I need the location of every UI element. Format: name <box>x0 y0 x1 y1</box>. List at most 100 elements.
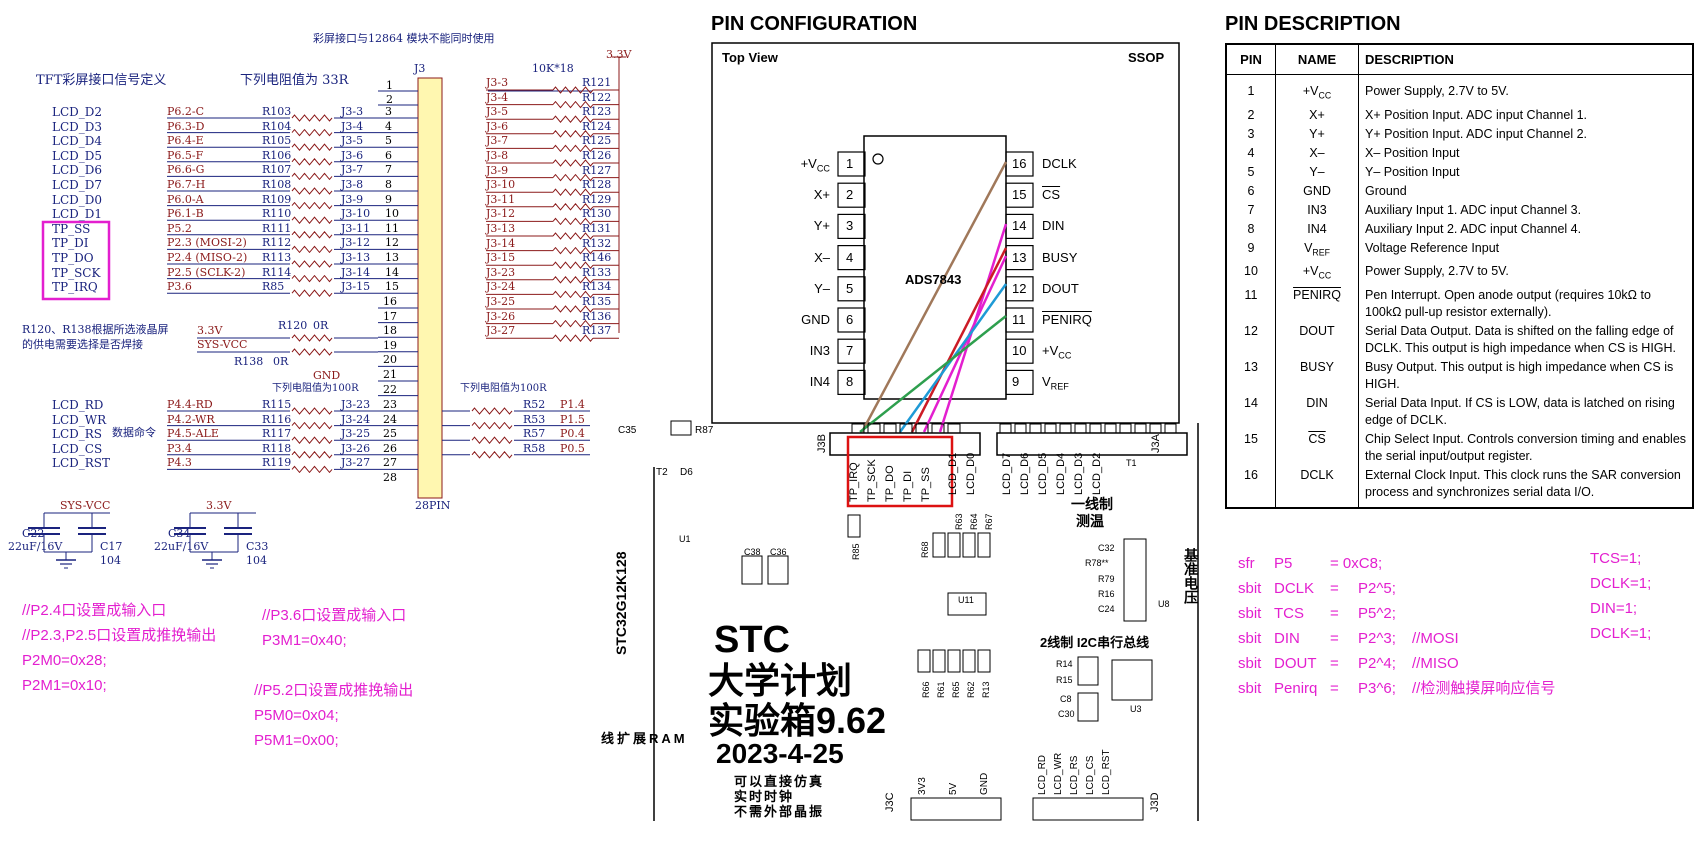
code-far-right-line: TCS=1; <box>1590 550 1642 567</box>
code-far-right-line: DCLK=1; <box>1590 625 1652 642</box>
pin-cell: 15 <box>1225 429 1276 466</box>
cap-right-c1: C34 <box>168 527 191 540</box>
pullup-resistor: R128 <box>582 178 612 192</box>
series-resistor <box>291 128 333 137</box>
pin-cell: 12 <box>1225 321 1276 358</box>
resistor-ref: R110 <box>262 207 292 221</box>
code-right-line: = 0xC8; <box>1330 555 1383 572</box>
pullup-net: J3-6 <box>486 119 509 133</box>
data-cmd-label: 数据命令 <box>112 426 156 439</box>
res-footprint <box>947 532 961 558</box>
code-right-line: DCLK <box>1274 580 1315 597</box>
port-label: P4.2-WR <box>167 412 215 426</box>
name-cell: +VCC <box>1275 262 1359 286</box>
right-resistor <box>471 436 513 444</box>
port-label: P6.4-E <box>167 134 204 148</box>
pcb-brand: STC <box>714 619 790 661</box>
pcb-label: U1 <box>679 534 691 544</box>
res-footprint <box>932 532 946 558</box>
pin-number: 6 <box>385 148 392 162</box>
pcb-lcd-label: LCD_D5 <box>1037 452 1049 495</box>
res-footprint <box>977 649 991 673</box>
right-resistor-ref: R53 <box>523 412 546 426</box>
signal-label: LCD_D1 <box>52 207 103 222</box>
description-cell: Y+ Position Input. ADC input Channel 2. <box>1358 124 1694 144</box>
name-cell: X– <box>1275 143 1359 163</box>
pin-name: X– <box>814 249 830 265</box>
pcb-tp-label: TP_DO <box>884 465 896 502</box>
pin-cell: 1 <box>1225 74 1276 106</box>
u3-footprint <box>1111 659 1153 701</box>
series-resistor <box>291 245 333 254</box>
signal-label: LCD_D0 <box>52 192 103 207</box>
resistor-ref: R109 <box>262 192 292 206</box>
series-resistor <box>291 114 333 122</box>
pin-number: 5 <box>385 134 392 148</box>
pin-number: 3 <box>846 218 854 234</box>
description-cell: Busy Output. This output is high impedan… <box>1358 357 1694 394</box>
pcb-label: C8 <box>1060 694 1072 704</box>
pcb-power: 5V <box>948 782 959 795</box>
pullup-net: J3-8 <box>486 149 509 162</box>
pin-number: 10 <box>1012 343 1027 359</box>
pullup-net: J3-10 <box>486 178 516 192</box>
pullup-net: J3-14 <box>486 236 516 250</box>
code-right-line: sbit <box>1238 655 1262 672</box>
code-right-line: P2^5; <box>1358 580 1396 597</box>
r120-note-2: 的供电需要选择是否焊接 <box>22 338 143 351</box>
name-cell: IN3 <box>1275 200 1359 220</box>
series-resistor <box>291 289 333 297</box>
r138-label: R138 <box>234 355 264 368</box>
pcb-line2: 实验箱9.62 <box>708 700 887 741</box>
table-header-row: PIN NAME DESCRIPTION <box>1225 43 1694 75</box>
description-cell: Serial Data Output. Data is shifted on t… <box>1358 321 1694 358</box>
tp-signal-highlight-box <box>41 220 111 301</box>
code-right-line: = <box>1330 605 1339 622</box>
signal-label: LCD_D2 <box>52 105 103 119</box>
pcb-label: R79 <box>1098 574 1115 584</box>
port-label: P2.5 (SCLK-2) <box>167 265 246 279</box>
signal-label: TP_IRQ <box>52 280 98 295</box>
pin-name: GND <box>801 312 830 327</box>
name-cell: DIN <box>1275 393 1359 430</box>
pcb-date: 2023-4-25 <box>716 738 844 769</box>
pcb-label: R67 <box>984 513 994 530</box>
res-array-label: 10K*18 <box>532 62 574 75</box>
header-pin <box>1029 423 1042 434</box>
c8-footprint <box>1077 692 1099 722</box>
pin-name: BUSY <box>1042 249 1078 265</box>
port-label: P6.6-G <box>167 163 205 177</box>
port-label: P4.4-RD <box>167 398 213 411</box>
net-label: J3-25 <box>341 427 371 441</box>
pin-box <box>1005 369 1034 395</box>
header-pin <box>883 423 897 434</box>
port-label: P3.4 <box>167 441 192 455</box>
port-label: P6.3-D <box>167 119 205 133</box>
signal-label: LCD_WR <box>52 412 107 427</box>
j3d-header <box>1032 797 1144 821</box>
pin-box <box>837 182 866 208</box>
resistor-ref: R105 <box>262 134 292 148</box>
pullup-resistor: R125 <box>582 134 612 148</box>
pcb-lcd-label: LCD_D4 <box>1055 452 1067 495</box>
pcb-lcd-label: LCD_D7 <box>1001 452 1013 495</box>
code-right-line: sbit <box>1238 605 1262 622</box>
code-mid-line: P3M1=0x40; <box>262 632 347 649</box>
signal-label: LCD_D3 <box>52 119 103 134</box>
cap-left-net: SYS-VCC <box>60 499 111 512</box>
pin-config-title: PIN CONFIGURATION <box>711 13 918 35</box>
pcb-label: R65 <box>951 681 961 698</box>
net-label: J3-11 <box>341 221 371 235</box>
net-label: J3-9 <box>341 192 364 206</box>
series-resistor <box>291 274 333 283</box>
pin-number: 4 <box>846 249 854 265</box>
series-resistor <box>291 436 333 444</box>
pullup-resistor: R121 <box>582 76 612 89</box>
pcb-label: J3A <box>1149 434 1162 453</box>
header-pin <box>1059 423 1072 434</box>
pcb-note: 实时时钟 <box>734 789 795 804</box>
pin-number: 16 <box>1012 156 1027 171</box>
